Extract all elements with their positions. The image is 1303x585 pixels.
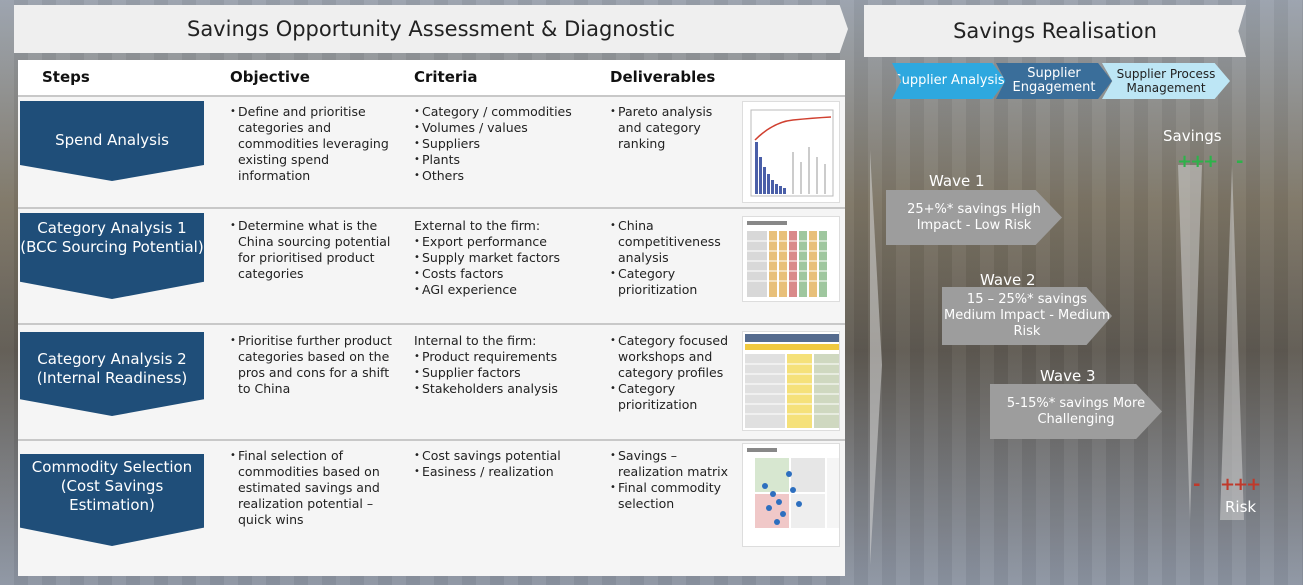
deliverable-item: Pareto analysis and category ranking <box>610 104 736 152</box>
step-arrow: Category Analysis 1 (BCC Sourcing Potent… <box>20 213 204 299</box>
criteria-item: Product requirements <box>414 349 594 365</box>
pareto-chart-thumbnail <box>742 101 840 203</box>
criteria-intro: Internal to the firm: <box>414 333 537 348</box>
criteria-item: Cost savings potential <box>414 448 594 464</box>
realisation-title: Savings Realisation <box>864 5 1246 57</box>
criteria-cell: Internal to the firm: Product requiremen… <box>414 333 594 397</box>
chevron-supplier-process-management: Supplier Process Management <box>1102 63 1230 99</box>
chevron-supplier-engagement: Supplier Engagement <box>996 63 1112 99</box>
objective-cell: Define and prioritise categories and com… <box>230 104 400 184</box>
deliverable-item: China competitiveness analysis <box>610 218 736 266</box>
deliverables-cell: Category focused workshops and category … <box>610 333 736 413</box>
risk-plus-marks: +++ <box>1220 474 1261 495</box>
competitiveness-table-thumbnail <box>742 216 840 302</box>
workshop-profile-thumbnail <box>742 331 840 431</box>
wave-2-label: Wave 2 <box>980 271 1036 289</box>
criteria-item: Others <box>414 168 594 184</box>
deliverable-item: Savings – realization matrix <box>610 448 736 480</box>
criteria-item: Stakeholders analysis <box>414 381 594 397</box>
savings-minus-mark: - <box>1236 151 1244 172</box>
savings-plus-marks: +++ <box>1177 151 1218 172</box>
wave-3-box: 5-15%* savings More Challenging <box>990 384 1162 439</box>
header-objective: Objective <box>230 68 310 86</box>
step-arrow: Spend Analysis <box>20 101 204 181</box>
criteria-item: Volumes / values <box>414 120 594 136</box>
step-arrow: Commodity Selection (Cost Savings Estima… <box>20 454 204 546</box>
criteria-intro: External to the firm: <box>414 218 541 233</box>
objective-cell: Final selection of commodities based on … <box>230 448 400 528</box>
header-steps: Steps <box>42 68 90 86</box>
wave-1-box: 25+%* savings High Impact - Low Risk <box>886 190 1062 245</box>
risk-label: Risk <box>1225 498 1257 516</box>
criteria-item: Plants <box>414 152 594 168</box>
objective-text: Define and prioritise categories and com… <box>230 104 400 184</box>
savings-wedge <box>1178 165 1202 520</box>
criteria-item: Costs factors <box>414 266 594 282</box>
criteria-item: Export performance <box>414 234 594 250</box>
criteria-item: Supplier factors <box>414 365 594 381</box>
wave-3-label: Wave 3 <box>1040 367 1096 385</box>
step-arrow: Category Analysis 2 (Internal Readiness) <box>20 332 204 416</box>
risk-minus-mark: - <box>1193 474 1201 495</box>
objective-text: Determine what is the China sourcing pot… <box>230 218 400 282</box>
big-arrow-shape <box>870 150 882 565</box>
criteria-item: Easiness / realization <box>414 464 594 480</box>
table-header: Steps Objective Criteria Deliverables <box>18 60 845 95</box>
deliverables-cell: China competitiveness analysis Category … <box>610 218 736 298</box>
criteria-item: Supply market factors <box>414 250 594 266</box>
risk-savings-graphic <box>870 150 1244 565</box>
deliverable-item: Final commodity selection <box>610 480 736 512</box>
criteria-item: Category / commodities <box>414 104 594 120</box>
criteria-cell: Cost savings potential Easiness / realiz… <box>414 448 594 480</box>
assessment-panel: Savings Opportunity Assessment & Diagnos… <box>14 5 848 576</box>
deliverables-cell: Savings – realization matrix Final commo… <box>610 448 736 512</box>
deliverables-cell: Pareto analysis and category ranking <box>610 104 736 152</box>
objective-cell: Prioritise further product categories ba… <box>230 333 400 397</box>
criteria-cell: External to the firm: Export performance… <box>414 218 594 298</box>
risk-wedge <box>1220 165 1244 520</box>
wave-2-box: 15 – 25%* savings Medium Impact - Medium… <box>942 287 1112 345</box>
criteria-cell: Category / commodities Volumes / values … <box>414 104 594 184</box>
assessment-table: Steps Objective Criteria Deliverables Sp… <box>18 60 845 576</box>
savings-matrix-thumbnail <box>742 443 840 547</box>
wave-1-label: Wave 1 <box>929 172 985 190</box>
chevron-supplier-analysis: Supplier Analysis <box>892 63 1006 99</box>
objective-text: Final selection of commodities based on … <box>230 448 400 528</box>
header-criteria: Criteria <box>414 68 478 86</box>
deliverable-item: Category prioritization <box>610 381 736 413</box>
header-deliverables: Deliverables <box>610 68 716 86</box>
deliverable-item: Category prioritization <box>610 266 736 298</box>
savings-label: Savings <box>1163 127 1222 145</box>
criteria-item: Suppliers <box>414 136 594 152</box>
criteria-item: AGI experience <box>414 282 594 298</box>
deliverable-item: Category focused workshops and category … <box>610 333 736 381</box>
assessment-title: Savings Opportunity Assessment & Diagnos… <box>14 5 848 53</box>
objective-cell: Determine what is the China sourcing pot… <box>230 218 400 282</box>
objective-text: Prioritise further product categories ba… <box>230 333 400 397</box>
